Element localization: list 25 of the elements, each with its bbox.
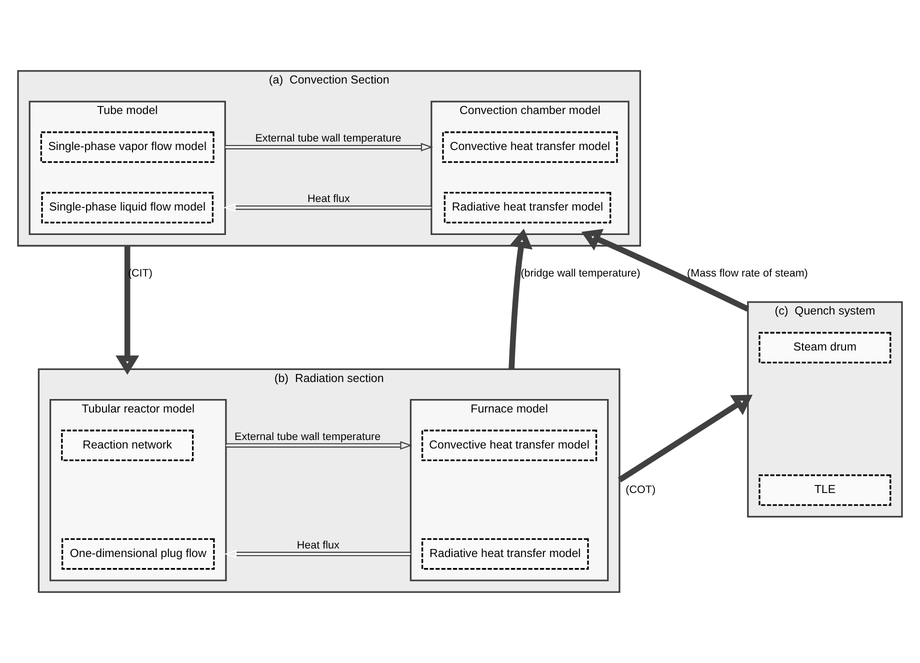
node-box: Convective heat transfer model bbox=[421, 430, 598, 462]
edge-label: External tube wall temperature bbox=[234, 430, 381, 443]
node-box: Radiative heat transfer model bbox=[444, 192, 612, 224]
edge-label: Heat flux bbox=[296, 539, 340, 552]
arrow bbox=[581, 228, 750, 312]
edge-label: Heat flux bbox=[307, 193, 350, 206]
edge-label: (Mass flow rate of steam) bbox=[687, 268, 808, 280]
node-box: Single-phase liquid flow model bbox=[41, 192, 214, 224]
node-box: Convective heat transfer model bbox=[442, 131, 618, 163]
arrow bbox=[508, 228, 533, 370]
edge-label: (bridge wall temperature) bbox=[520, 268, 640, 280]
arrow bbox=[226, 441, 412, 450]
arrow bbox=[224, 203, 432, 212]
arrow bbox=[116, 246, 140, 375]
node-box: Radiative heat transfer model bbox=[421, 538, 589, 570]
node-box: Steam drum bbox=[758, 332, 892, 364]
arrow bbox=[224, 550, 411, 558]
node-box: TLE bbox=[758, 474, 892, 506]
node-box: Reaction network bbox=[61, 430, 194, 462]
node-box: One-dimensional plug flow bbox=[62, 538, 215, 570]
edge-label: (COT) bbox=[626, 484, 656, 496]
arrow bbox=[618, 394, 753, 482]
node-box: Single-phase vapor flow model bbox=[40, 131, 214, 163]
edge-label: External tube wall temperature bbox=[255, 132, 402, 145]
arrow bbox=[225, 142, 434, 152]
